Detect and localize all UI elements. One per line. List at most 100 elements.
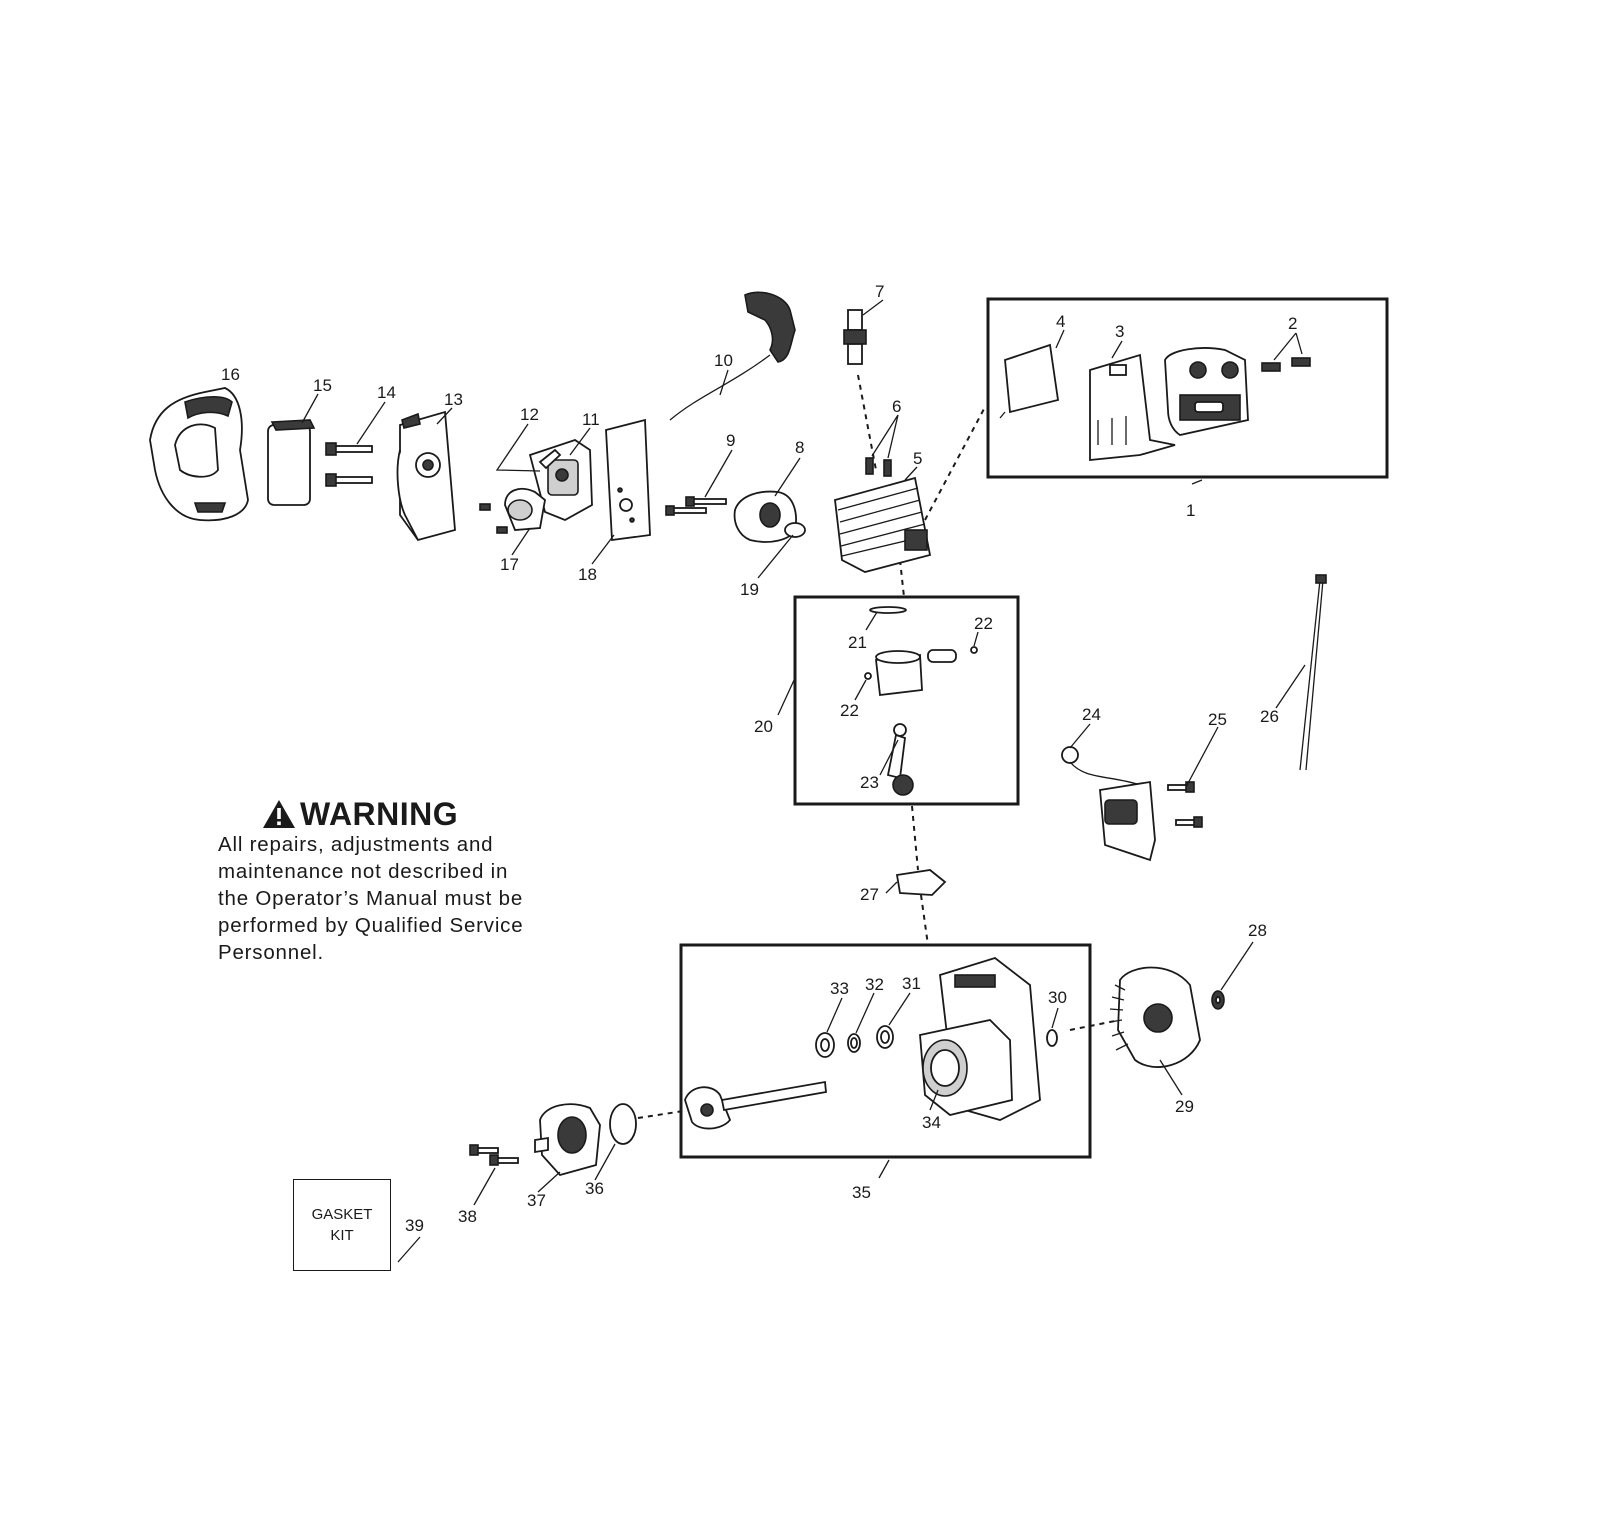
leader-4: [1055, 329, 1065, 349]
leader-14: [356, 401, 386, 445]
leader-24: [1069, 723, 1091, 749]
warning-title: WARNING: [300, 796, 459, 832]
callout-25: 25: [1208, 710, 1227, 729]
warning-heading: WARNING: [262, 797, 578, 831]
intake-gasket-part: [784, 522, 806, 538]
leader-37: [537, 1171, 561, 1193]
callout-27: 27: [860, 885, 879, 904]
leader-39: [397, 1236, 421, 1263]
callout-32: 32: [865, 975, 884, 994]
callout-4: 4: [1056, 312, 1065, 331]
leader-33: [826, 997, 843, 1033]
leader-5: [904, 466, 918, 481]
callout-39: 39: [405, 1216, 424, 1235]
connecting-rod-part: [886, 723, 914, 796]
callout-30: 30: [1048, 988, 1067, 1007]
leader-17: [511, 527, 531, 556]
callout-35: 35: [852, 1183, 871, 1202]
callout-2: 2: [1288, 314, 1297, 333]
leader-34: [929, 1089, 939, 1111]
callout-16: 16: [221, 365, 240, 384]
leader-9: [704, 449, 733, 498]
callout-10: 10: [714, 351, 733, 370]
callout-11: 11: [582, 410, 600, 429]
muffler-screw-parts: [1261, 357, 1311, 372]
callout-23: 23: [860, 773, 879, 792]
leader-29: [1159, 1059, 1183, 1096]
leader-23: [879, 739, 899, 776]
primer-bulb-part: [504, 488, 546, 531]
air-filter-element-part: [267, 419, 316, 506]
crankcase-cover-part: [534, 1103, 601, 1177]
ignition-coil-part: [1061, 746, 1156, 862]
leader-13: [436, 407, 453, 425]
crankcase-kit-box: [679, 943, 1092, 1159]
ignition-wire-part: [1299, 574, 1327, 771]
leader-18: [591, 534, 615, 565]
leader-3: [1111, 340, 1123, 359]
callout-38: 38: [458, 1207, 477, 1226]
gasket-kit-box: GASKET KIT: [293, 1179, 391, 1271]
leader-22a: [973, 631, 979, 647]
piston-ring-part: [869, 606, 907, 614]
callout-37: 37: [527, 1191, 546, 1210]
callout-6: 6: [892, 397, 901, 416]
callout-8: 8: [795, 438, 804, 457]
assembly-line-gasket-crankcase: [920, 894, 929, 946]
callout-20: 20: [754, 717, 773, 736]
callout-1: 1: [1186, 501, 1195, 520]
callout-34: 34: [922, 1113, 941, 1132]
muffler-heat-shield-part: [999, 343, 1060, 419]
throttle-lever-part: [744, 291, 796, 363]
callout-3: 3: [1115, 322, 1124, 341]
crankcase-gasket-part: [895, 869, 947, 896]
leader-10: [719, 369, 729, 396]
muffler-kit-box: [986, 297, 1389, 479]
callout-9: 9: [726, 431, 735, 450]
leader-35: [878, 1159, 890, 1179]
callout-15: 15: [313, 376, 332, 395]
muffler-gasket-plate-part: [1089, 353, 1176, 461]
leader-15: [301, 393, 319, 424]
callout-12: 12: [520, 405, 539, 424]
callout-21: 21: [848, 633, 867, 652]
leader-1: [1191, 479, 1203, 485]
callout-22b: 22: [840, 701, 859, 720]
warning-notice: WARNING All repairs, adjustments and mai…: [218, 797, 578, 966]
callout-22a: 22: [974, 614, 993, 633]
warning-triangle-icon: [263, 800, 295, 828]
leader-36: [594, 1143, 616, 1181]
callout-24: 24: [1082, 705, 1101, 724]
leader-7: [862, 299, 884, 316]
callout-28: 28: [1248, 921, 1267, 940]
leader-25: [1185, 726, 1219, 788]
crankcase-cover-screw-parts: [469, 1144, 519, 1166]
crankshaft-part: [684, 1080, 827, 1130]
filter-bolt-parts: [325, 442, 373, 487]
assembly-line-muffler: [924, 406, 986, 521]
leader-11: [569, 427, 591, 456]
assembly-line-piston-gasket: [911, 805, 919, 871]
piston-kit-box: [793, 595, 1020, 806]
spark-plug-part: [843, 309, 867, 365]
flywheel-key-part: [1046, 1029, 1058, 1047]
piston-pin-part: [927, 649, 957, 663]
callout-33: 33: [830, 979, 849, 998]
callout-17: 17: [500, 555, 519, 574]
flywheel-part: [1109, 966, 1201, 1068]
carburetor-gasket-part: [605, 418, 651, 542]
leader-20: [777, 677, 796, 716]
leader-8: [774, 457, 801, 497]
carburetor-screw-parts: [479, 503, 508, 534]
leader-6: [871, 414, 899, 459]
callout-18: 18: [578, 565, 597, 584]
intake-bolt-parts: [665, 496, 727, 516]
leader-22b: [854, 679, 867, 701]
callout-5: 5: [913, 449, 922, 468]
cylinder-screw-parts: [865, 457, 892, 477]
leader-21: [865, 611, 878, 631]
callout-26: 26: [1260, 707, 1279, 726]
leader-31: [888, 992, 911, 1026]
piston-part: [875, 650, 923, 697]
